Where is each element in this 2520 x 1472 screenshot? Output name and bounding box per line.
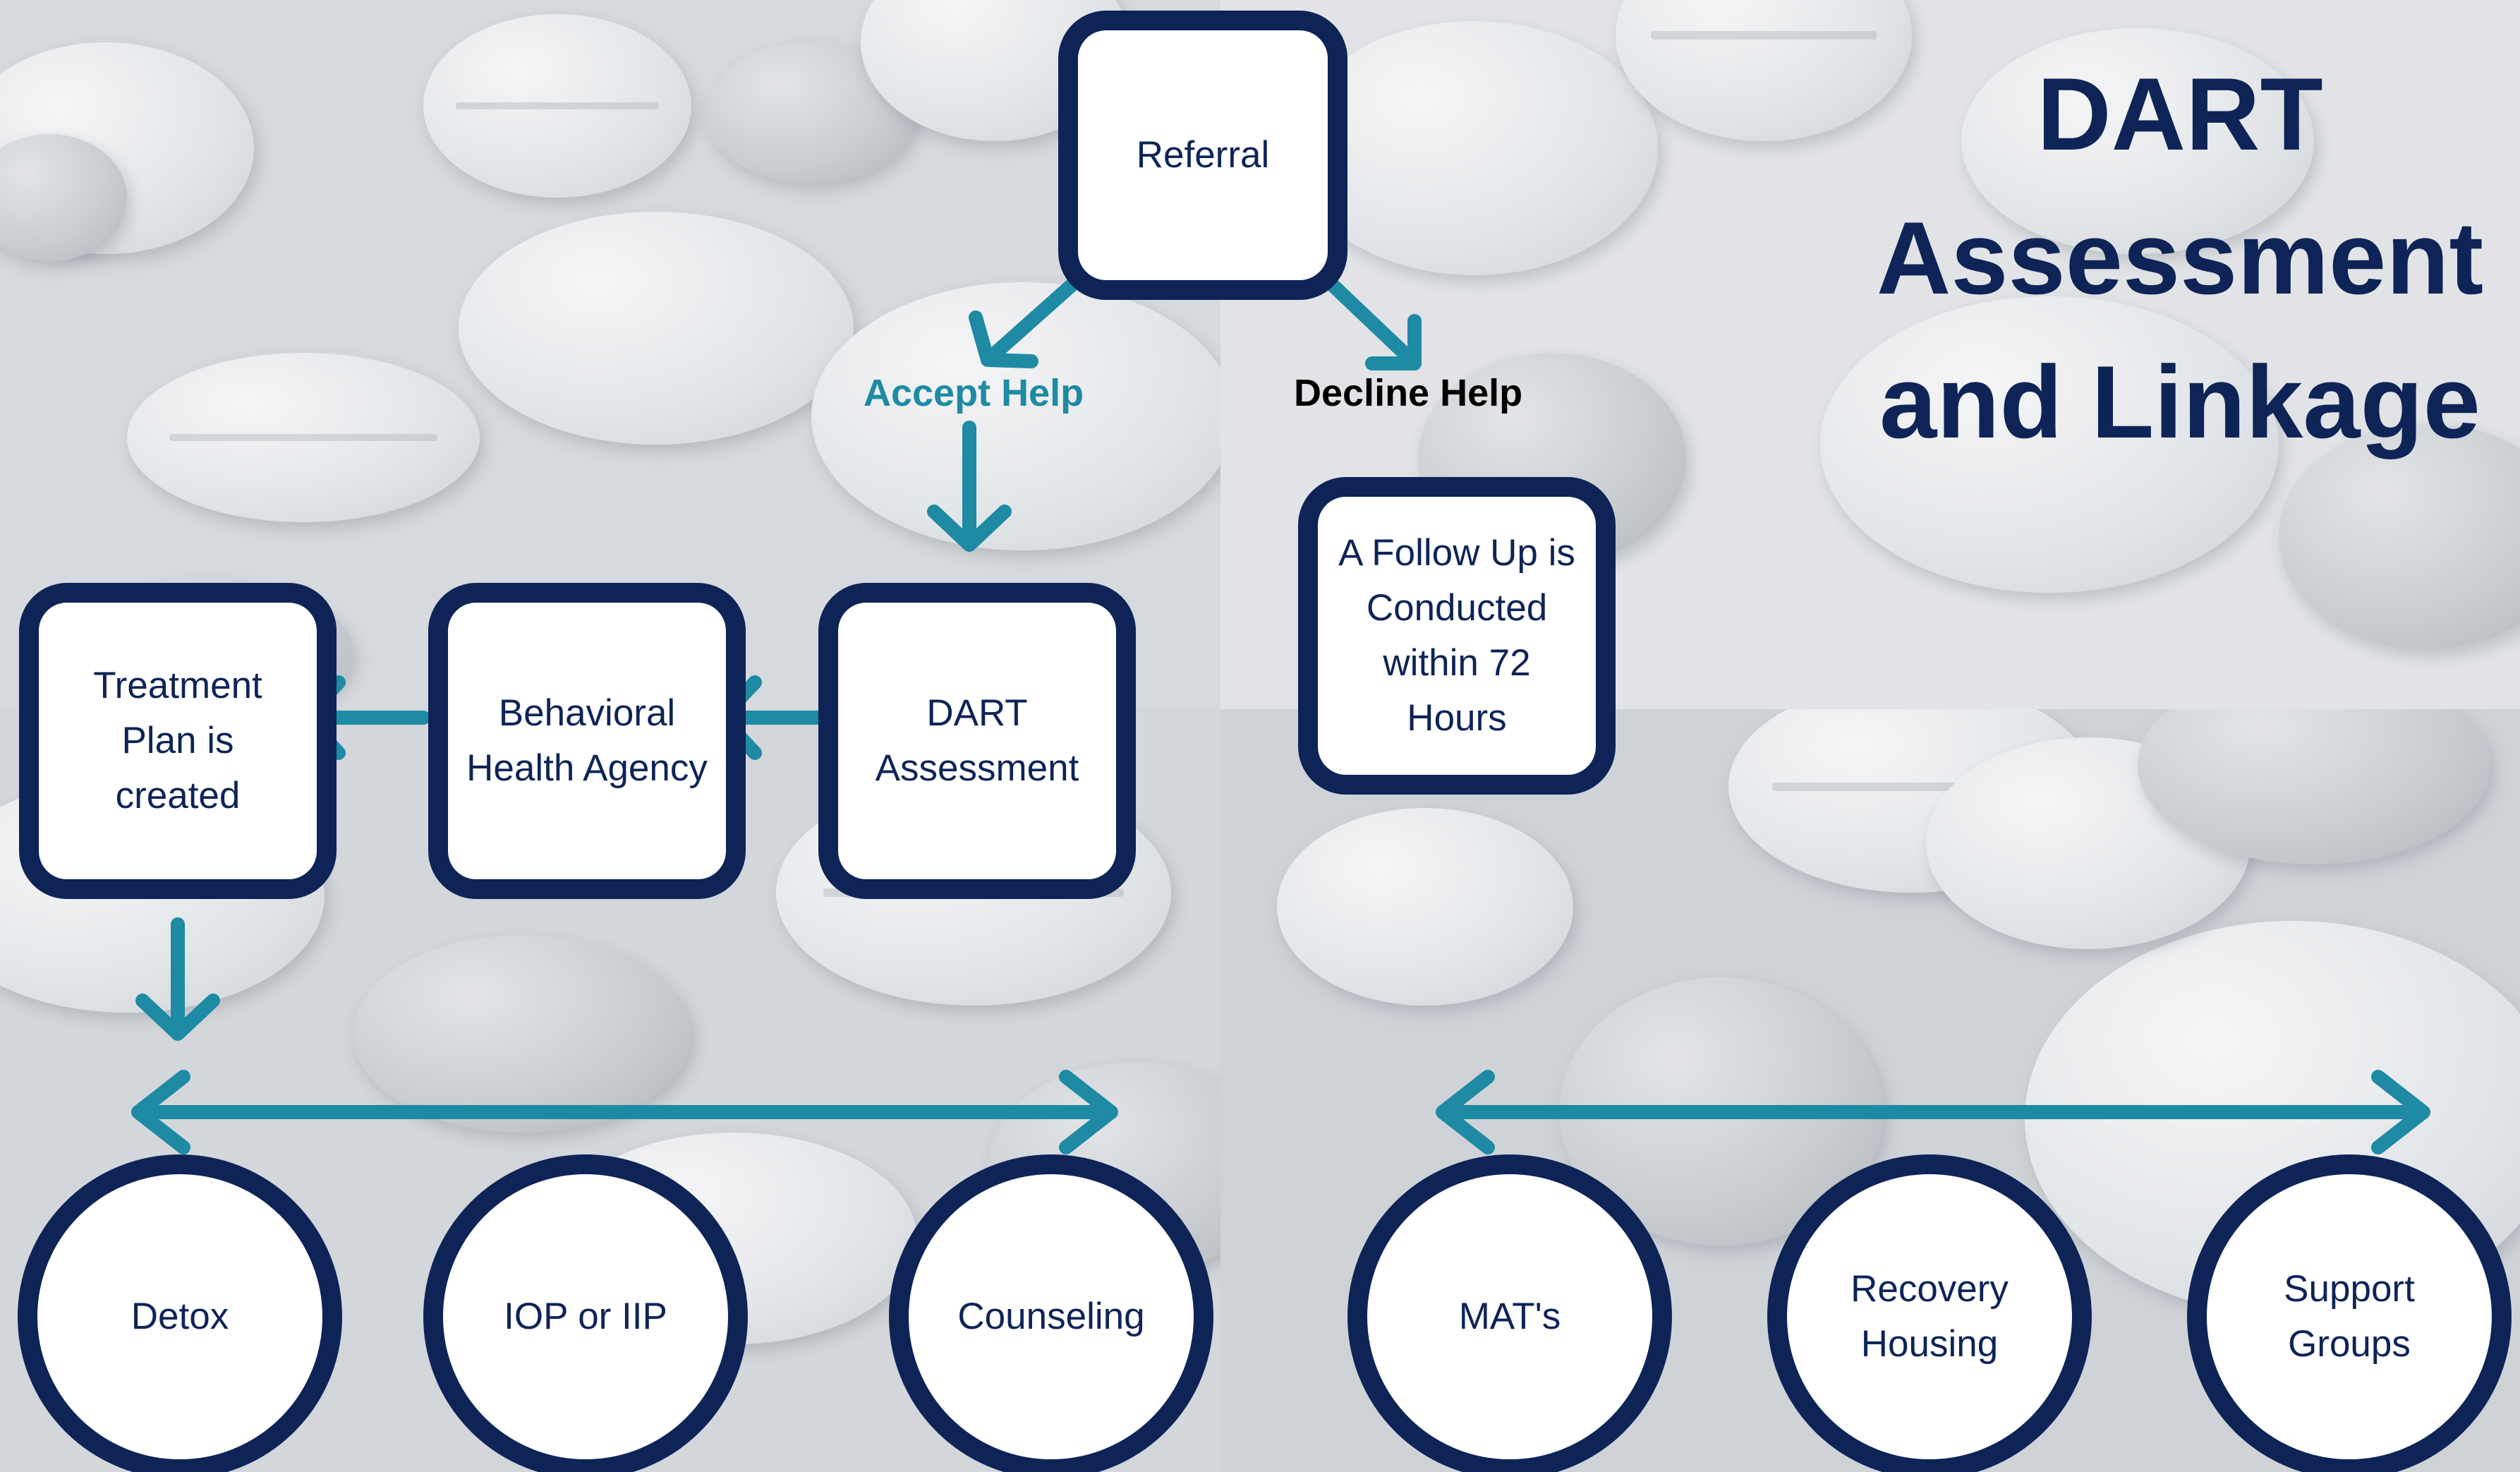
pill-image: [1277, 808, 1573, 1006]
pill-image: [0, 134, 127, 261]
follow-up-text: A Follow Up is Conducted within 72 Hours: [1338, 526, 1575, 746]
diagram-title: DART Assessment and Linkage: [1820, 42, 2520, 474]
accept-help-label: Accept Help: [864, 372, 1084, 414]
treatment-plan-line-3: created: [115, 775, 241, 816]
service-detox: Detox: [18, 1154, 342, 1472]
arrow-to-accept-help: [969, 279, 1078, 368]
recovery-housing-line-1: Recovery: [1850, 1268, 2009, 1310]
dart-assessment-line-2: Assessment: [875, 747, 1079, 789]
pill-image: [2279, 423, 2520, 649]
service-recovery-housing-label: Recovery Housing: [1850, 1262, 2009, 1372]
dart-assessment-text: DART Assessment: [876, 686, 1079, 796]
follow-up-line-1: A Follow Up is: [1338, 532, 1575, 574]
pill-image: [1820, 296, 2279, 593]
title-line-3: and Linkage: [1879, 344, 2480, 459]
service-counseling-label: Counseling: [957, 1296, 1145, 1337]
service-mats: MAT's: [1347, 1154, 1672, 1472]
pill-image: [1961, 28, 2314, 254]
pill-image: [459, 212, 854, 445]
arrow-to-dart-assessment: [927, 421, 1012, 552]
pill-image: [127, 353, 480, 522]
treatment-plan-node: Treatment Plan is created: [19, 583, 337, 899]
title-line-1: DART: [2037, 56, 2323, 171]
service-iop-iip: IOP or IIP: [423, 1154, 748, 1472]
follow-up-line-4: Hours: [1407, 697, 1507, 739]
follow-up-line-3: within 72: [1383, 642, 1531, 684]
pill-image: [1291, 21, 1658, 275]
service-mats-label: MAT's: [1458, 1296, 1561, 1337]
behavioral-health-line-2: Health Agency: [466, 747, 708, 789]
referral-node: Referral: [1058, 11, 1347, 300]
pill-image: [2138, 709, 2490, 864]
behavioral-health-line-1: Behavioral: [498, 692, 676, 734]
service-support-groups: Support Groups: [2187, 1154, 2512, 1472]
service-iop-iip-label: IOP or IIP: [504, 1296, 667, 1337]
treatment-plan-line-1: Treatment: [93, 665, 262, 706]
support-groups-line-1: Support: [2284, 1268, 2415, 1310]
services-left-bar: [131, 1070, 1118, 1154]
dart-assessment-node: DART Assessment: [818, 583, 1136, 899]
title-line-2: Assessment: [1876, 200, 2484, 315]
treatment-plan-text: Treatment Plan is created: [93, 658, 262, 824]
support-groups-line-2: Groups: [2288, 1323, 2411, 1365]
referral-text: Referral: [1136, 134, 1270, 176]
pill-image: [353, 935, 691, 1133]
service-recovery-housing: Recovery Housing: [1767, 1154, 2092, 1472]
recovery-housing-line-2: Housing: [1860, 1323, 1999, 1365]
treatment-plan-line-2: Plan is: [121, 720, 234, 761]
follow-up-node: A Follow Up is Conducted within 72 Hours: [1298, 477, 1616, 795]
behavioral-health-text: Behavioral Health Agency: [466, 686, 708, 796]
follow-up-line-2: Conducted: [1366, 587, 1548, 629]
arrow-to-services: [135, 917, 220, 1041]
service-detox-label: Detox: [131, 1296, 229, 1337]
behavioral-health-node: Behavioral Health Agency: [428, 583, 746, 899]
pill-image: [423, 14, 691, 198]
background-top-right: [1220, 0, 2520, 709]
services-right-bar: [1436, 1070, 2430, 1154]
dart-assessment-line-1: DART: [926, 692, 1028, 734]
decline-help-label: Decline Help: [1294, 372, 1523, 414]
arrow-to-decline-help: [1326, 279, 1422, 370]
service-support-groups-label: Support Groups: [2284, 1262, 2415, 1372]
service-counseling: Counseling: [889, 1154, 1213, 1472]
